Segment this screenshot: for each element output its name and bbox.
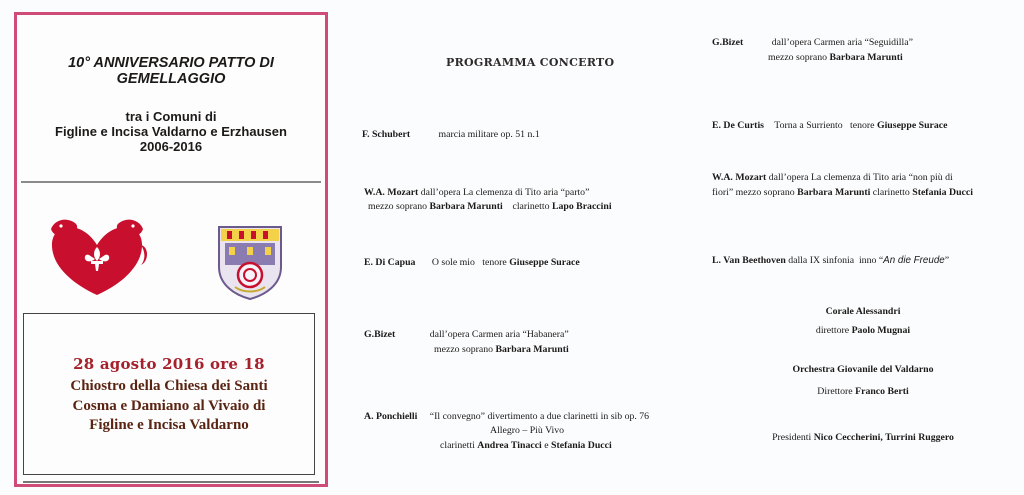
communes-block: tra i Comuni di Figline e Incisa Valdarn… xyxy=(17,109,325,154)
programme-item-bizet-seguidilla-performers: mezzo soprano Barbara Marunti xyxy=(768,51,903,64)
performer-name: Barbara Marunti xyxy=(797,187,871,198)
cover-title-block: 10° ANNIVERSARIO PATTO DI GEMELLAGGIO tr… xyxy=(17,55,325,154)
presidents-label: Presidenti xyxy=(772,432,814,443)
performer-role: fiori” mezzo soprano xyxy=(712,187,798,198)
divider-bottom xyxy=(23,481,319,483)
event-venue: Chiostro della Chiesa dei Santi Cosma e … xyxy=(24,377,314,436)
performer-name: Andrea Tinacci xyxy=(477,440,542,451)
piece: O sole mio tenore xyxy=(431,257,510,268)
orchestra-name: Orchestra Giovanile del Valdarno xyxy=(792,364,934,375)
choir-director: direttore Paolo Mugnai xyxy=(780,324,946,337)
orchestra-director: Direttore Franco Berti xyxy=(780,385,946,398)
performer-name: Barbara Marunti xyxy=(829,52,903,63)
programme-item-mozart-parto-performers: mezzo soprano Barbara Marunti clarinetto… xyxy=(368,200,612,213)
performer-role: mezzo soprano xyxy=(434,344,496,355)
performer-name: Giuseppe Surace xyxy=(876,120,948,131)
presidents: Presidenti Nico Ceccherini, Turrini Rugg… xyxy=(740,431,986,444)
event-info-box: 28 agosto 2016 ore 18 Chiostro della Chi… xyxy=(23,313,315,475)
performer-role: clarinetti xyxy=(440,440,478,451)
performer-name: Stefania Ducci xyxy=(912,187,973,198)
programme-item-ponchielli-performers: clarinetti Andrea Tinacci e Stefania Duc… xyxy=(440,439,612,452)
communes-line-2: Figline e Incisa Valdarno e Erzhausen xyxy=(55,124,287,139)
composer: L. Van Beethoven xyxy=(712,255,786,266)
performer-role: clarinetto xyxy=(502,201,552,212)
programme-item-ponchielli: A. Ponchielli “Il convegno” divertimento… xyxy=(364,410,649,423)
performer-name: Lapo Braccini xyxy=(551,201,612,212)
director-name: Franco Berti xyxy=(855,386,909,397)
presidents-names: Nico Ceccherini, Turrini Ruggero xyxy=(813,432,954,443)
erzhausen-coat-of-arms-icon xyxy=(218,226,282,301)
cover-panel: 10° ANNIVERSARIO PATTO DI GEMELLAGGIO tr… xyxy=(14,12,328,487)
divider-top xyxy=(21,181,321,183)
years-range: 2006-2016 xyxy=(139,139,203,154)
programme-item-bizet-seguidilla: G.Bizet dall’opera Carmen aria “Seguidil… xyxy=(712,36,913,49)
composer: W.A. Mozart xyxy=(364,187,419,198)
venue-line-3: Figline e Incisa Valdarno xyxy=(89,417,249,433)
programme-item-bizet-habanera-performers: mezzo soprano Barbara Marunti xyxy=(434,343,569,356)
piece-title-italic: An die Freude xyxy=(883,255,945,266)
programme-item-bizet-habanera: G.Bizet dall’opera Carmen aria “Habanera… xyxy=(364,328,569,341)
performer-name: Giuseppe Surace xyxy=(509,257,580,268)
communes-line-1: tra i Comuni di xyxy=(125,109,217,124)
composer: W.A. Mozart xyxy=(712,172,767,183)
piece: dall’opera Carmen aria “Seguidilla” xyxy=(771,37,913,48)
performer-role: mezzo soprano xyxy=(368,201,430,212)
piece: “Il convegno” divertimento a due clarine… xyxy=(429,411,650,422)
figline-incisa-coat-of-arms-icon xyxy=(51,219,147,295)
piece: marcia militare op. 51 n.1 xyxy=(438,129,540,140)
programme-item-decurtis: E. De Curtis Torna a Surriento tenore Gi… xyxy=(712,119,947,132)
venue-line-1: Chiostro della Chiesa dei Santi xyxy=(70,378,268,394)
programme-heading: PROGRAMMA CONCERTO xyxy=(446,56,615,69)
performer-name: Barbara Marunti xyxy=(429,201,503,212)
composer: F. Schubert xyxy=(362,129,411,140)
programme-item-schubert: F. Schubert marcia militare op. 51 n.1 xyxy=(362,128,540,141)
performer-name: Barbara Marunti xyxy=(495,344,569,355)
performer-role: clarinetto xyxy=(870,187,913,198)
performer-role: e xyxy=(541,440,552,451)
venue-line-2: Cosma e Damiano al Vivaio di xyxy=(72,397,266,414)
composer: G.Bizet xyxy=(712,37,744,48)
piece: dall’opera La clemenza di Tito aria “non… xyxy=(768,172,953,183)
piece-end: ” xyxy=(944,255,950,266)
director-name: Paolo Mugnai xyxy=(851,325,911,336)
programme-item-ponchielli-tempo: Allegro – Più Vivo xyxy=(490,425,565,436)
event-date-time: 28 agosto 2016 ore 18 xyxy=(73,355,265,373)
composer: A. Ponchielli xyxy=(364,411,418,422)
piece: dalla IX sinfonia inno “ xyxy=(788,255,884,266)
programme-item-mozart-fiori: W.A. Mozart dall’opera La clemenza di Ti… xyxy=(712,171,953,184)
director-label: direttore xyxy=(815,325,852,336)
anniversary-title: 10° ANNIVERSARIO PATTO DI GEMELLAGGIO xyxy=(68,55,274,87)
choir-name: Corale Alessandri xyxy=(825,306,901,317)
director-label: Direttore xyxy=(817,386,856,397)
piece: dall’opera La clemenza di Tito aria “par… xyxy=(420,187,590,198)
performer-role: mezzo soprano xyxy=(768,52,830,63)
programme-item-beethoven: L. Van Beethoven dalla IX sinfonia inno … xyxy=(712,254,949,267)
composer: G.Bizet xyxy=(364,329,396,340)
composer: E. De Curtis xyxy=(712,120,764,131)
composer: E. Di Capua xyxy=(364,257,416,268)
performer-name: Stefania Ducci xyxy=(551,440,612,451)
piece: Torna a Surriento tenore xyxy=(774,120,877,131)
piece: dall’opera Carmen aria “Habanera” xyxy=(429,329,569,340)
programme-item-mozart-fiori-performers: fiori” mezzo soprano Barbara Marunti cla… xyxy=(712,186,973,199)
programme-item-dicapua: E. Di Capua O sole mio tenore Giuseppe S… xyxy=(364,256,580,269)
programme-item-mozart-parto: W.A. Mozart dall’opera La clemenza di Ti… xyxy=(364,186,589,199)
